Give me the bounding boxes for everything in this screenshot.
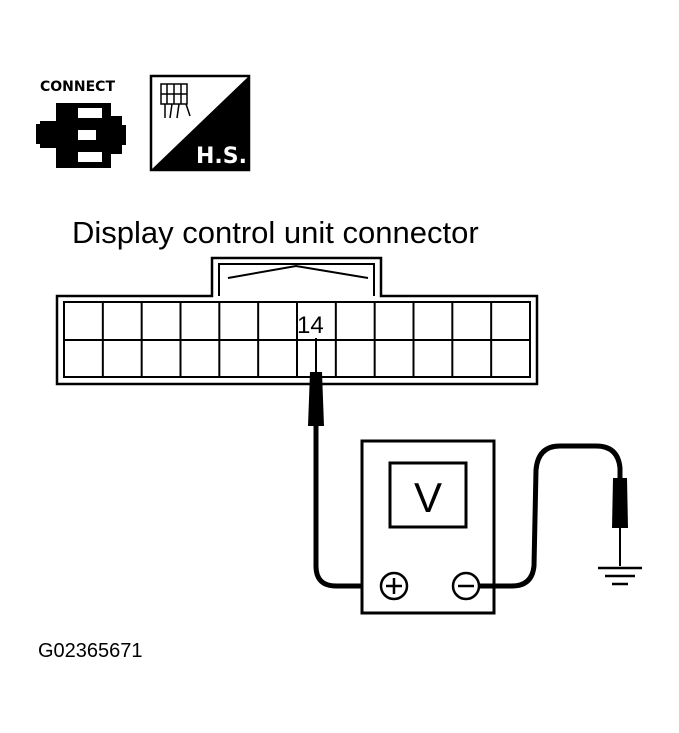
terminal-probe xyxy=(308,338,324,426)
voltmeter: V xyxy=(360,439,496,615)
ground-probe xyxy=(612,478,628,566)
figure-code: G02365671 xyxy=(38,640,143,662)
terminal-grid xyxy=(64,302,530,377)
ground-symbol-icon xyxy=(598,566,642,586)
harness-side-icon: H.S. xyxy=(149,74,251,172)
negative-lead xyxy=(479,443,623,589)
connector-title: Display control unit connector xyxy=(72,215,479,250)
meter-display: V xyxy=(414,474,442,521)
positive-lead xyxy=(313,426,380,589)
connect-icon-group: CONNECT xyxy=(36,79,126,168)
connect-label: CONNECT xyxy=(40,79,115,95)
harness-side-label: H.S. xyxy=(196,144,247,169)
terminal-number: 14 xyxy=(297,312,324,339)
connector-connect-icon xyxy=(36,103,126,168)
